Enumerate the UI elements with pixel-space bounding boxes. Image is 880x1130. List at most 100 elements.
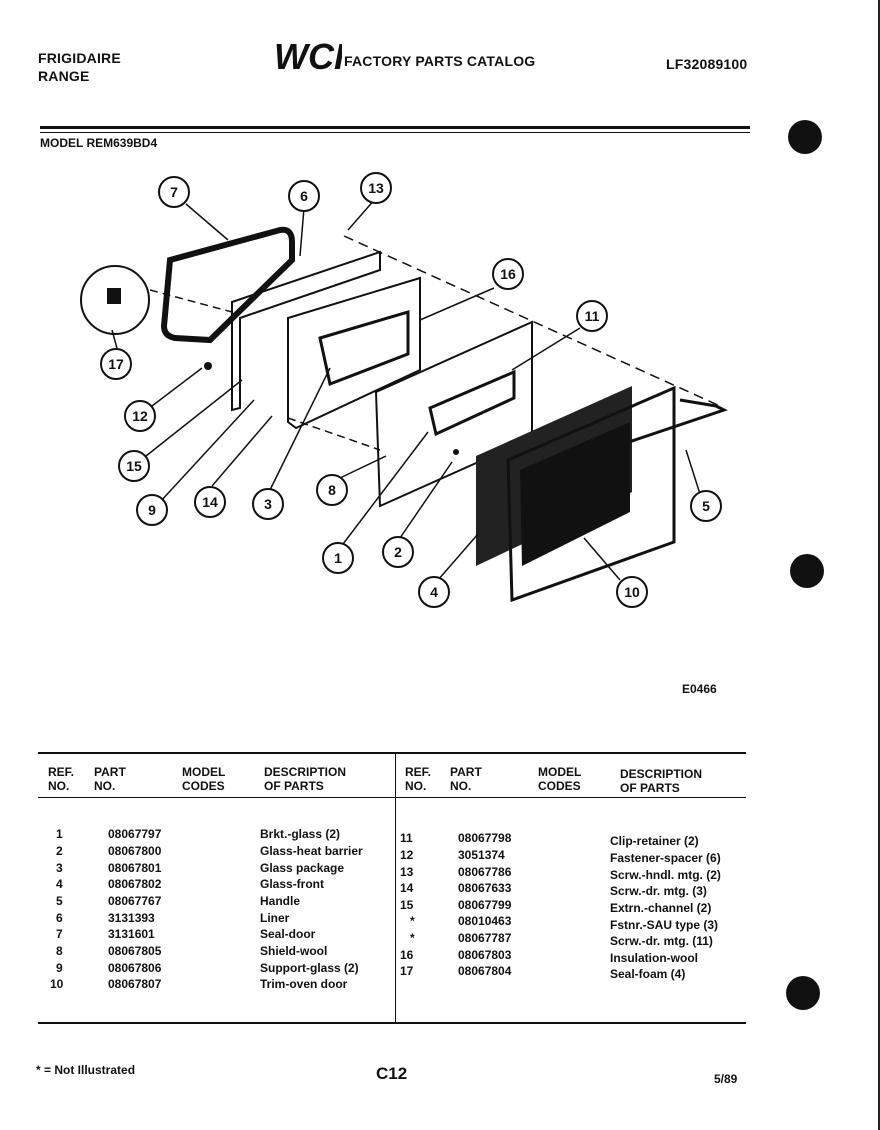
wci-logo-icon: WCI bbox=[274, 36, 345, 77]
part-description: Brkt.-glass (2) bbox=[260, 827, 341, 841]
callout-7: 7 bbox=[158, 176, 190, 208]
table-row: 14 bbox=[400, 881, 414, 895]
part-description: Liner bbox=[260, 911, 290, 925]
table-row: * bbox=[410, 931, 415, 945]
table-row: 1 bbox=[56, 827, 63, 841]
seal-foam-piece bbox=[107, 288, 121, 304]
part-number: 08067807 bbox=[108, 977, 162, 991]
part-description: Scrw.-dr. mtg. (11) bbox=[610, 934, 713, 948]
header-rule-thick bbox=[40, 126, 750, 129]
callout-8: 8 bbox=[316, 474, 348, 506]
part-number: 08067803 bbox=[458, 948, 512, 962]
table-row: 6 bbox=[56, 911, 63, 925]
callout-12: 12 bbox=[124, 400, 156, 432]
part-description: Scrw.-hndl. mtg. (2) bbox=[610, 868, 721, 882]
figure-code: E0466 bbox=[682, 682, 717, 696]
brand-name: FRIGIDAIRE bbox=[38, 50, 121, 66]
table-row: 15 bbox=[400, 898, 414, 912]
table-row: 16 bbox=[400, 948, 414, 962]
catalog-title: FACTORY PARTS CATALOG bbox=[344, 53, 536, 69]
part-description: Seal-foam (4) bbox=[610, 967, 686, 981]
logo-text: WCI bbox=[274, 38, 342, 74]
seal-foam-circle bbox=[80, 265, 150, 335]
callout-10: 10 bbox=[616, 576, 648, 608]
part-number: 08067786 bbox=[458, 865, 512, 879]
part-description: Insulation-wool bbox=[610, 951, 698, 965]
table-row: 17 bbox=[400, 964, 414, 978]
callout-11: 11 bbox=[576, 300, 608, 332]
part-number: 08067802 bbox=[108, 877, 162, 891]
part-description: Trim-oven door bbox=[260, 977, 348, 991]
binder-hole-top bbox=[788, 120, 822, 154]
part-number: 3131393 bbox=[108, 911, 155, 925]
callout-1: 1 bbox=[322, 542, 354, 574]
binder-hole-bottom bbox=[786, 976, 820, 1010]
part-number: 08067799 bbox=[458, 898, 512, 912]
part-description: Fastener-spacer (6) bbox=[610, 851, 721, 865]
right-ref-header: REF.NO. bbox=[405, 765, 432, 793]
part-number: 08067798 bbox=[458, 831, 512, 845]
part-number: 08067801 bbox=[108, 861, 162, 875]
part-description: Seal-door bbox=[260, 927, 316, 941]
callout-9: 9 bbox=[136, 494, 168, 526]
part-number: 08010463 bbox=[458, 914, 512, 928]
part-number: 3051374 bbox=[458, 848, 505, 862]
part-number: 3131601 bbox=[108, 927, 155, 941]
trim-door-shape bbox=[506, 385, 676, 603]
callout-4: 4 bbox=[418, 576, 450, 608]
part-description: Glass-heat barrier bbox=[260, 844, 363, 858]
page-number: C12 bbox=[376, 1064, 408, 1083]
part-number: 08067633 bbox=[458, 881, 512, 895]
part-description: Shield-wool bbox=[260, 944, 328, 958]
part-description: Scrw.-dr. mtg. (3) bbox=[610, 884, 707, 898]
seal-door-shape bbox=[160, 226, 295, 344]
table-row: 11 bbox=[400, 831, 413, 845]
callout-13: 13 bbox=[360, 172, 392, 204]
callout-3: 3 bbox=[252, 488, 284, 520]
liner-shape bbox=[231, 250, 381, 412]
part-number: 08067800 bbox=[108, 844, 162, 858]
callout-5: 5 bbox=[690, 490, 722, 522]
table-header-rule bbox=[38, 797, 746, 798]
callout-14: 14 bbox=[194, 486, 226, 518]
part-description: Glass package bbox=[260, 861, 345, 875]
table-row: 7 bbox=[56, 927, 63, 941]
callout-17: 17 bbox=[100, 348, 132, 380]
callout-6: 6 bbox=[288, 180, 320, 212]
table-row: 9 bbox=[56, 961, 63, 975]
part-description: Support-glass (2) bbox=[260, 961, 359, 975]
header-rule-thin bbox=[40, 132, 750, 133]
table-row: 10 bbox=[50, 977, 64, 991]
table-row: 12 bbox=[400, 848, 414, 862]
product-type: RANGE bbox=[38, 68, 90, 84]
table-row: 5 bbox=[56, 894, 63, 908]
part-number: 08067804 bbox=[458, 964, 512, 978]
glass-package-shape bbox=[287, 276, 421, 430]
part-number: 08067805 bbox=[108, 944, 162, 958]
binder-hole-middle bbox=[790, 554, 824, 588]
part-number: 08067806 bbox=[108, 961, 162, 975]
revision-date: 5/89 bbox=[714, 1072, 738, 1086]
table-center-divider bbox=[395, 752, 396, 1022]
part-description: Handle bbox=[260, 894, 301, 908]
table-row: 13 bbox=[400, 865, 414, 879]
table-row: 4 bbox=[56, 877, 63, 891]
handle-shape bbox=[521, 398, 728, 480]
part-description: Clip-retainer (2) bbox=[610, 834, 699, 848]
part-description: Fstnr.-SAU type (3) bbox=[610, 918, 719, 932]
part-number: 08067797 bbox=[108, 827, 162, 841]
page-edge bbox=[878, 0, 880, 1130]
table-bottom-rule bbox=[38, 1022, 746, 1024]
table-row: 8 bbox=[56, 944, 63, 958]
table-row: 3 bbox=[56, 861, 63, 875]
callout-2: 2 bbox=[382, 536, 414, 568]
left-ref-header: REF.NO. bbox=[48, 765, 75, 793]
part-description: Glass-front bbox=[260, 877, 325, 891]
exploded-parts-diagram bbox=[0, 160, 780, 620]
catalog-number: LF32089100 bbox=[666, 56, 748, 72]
